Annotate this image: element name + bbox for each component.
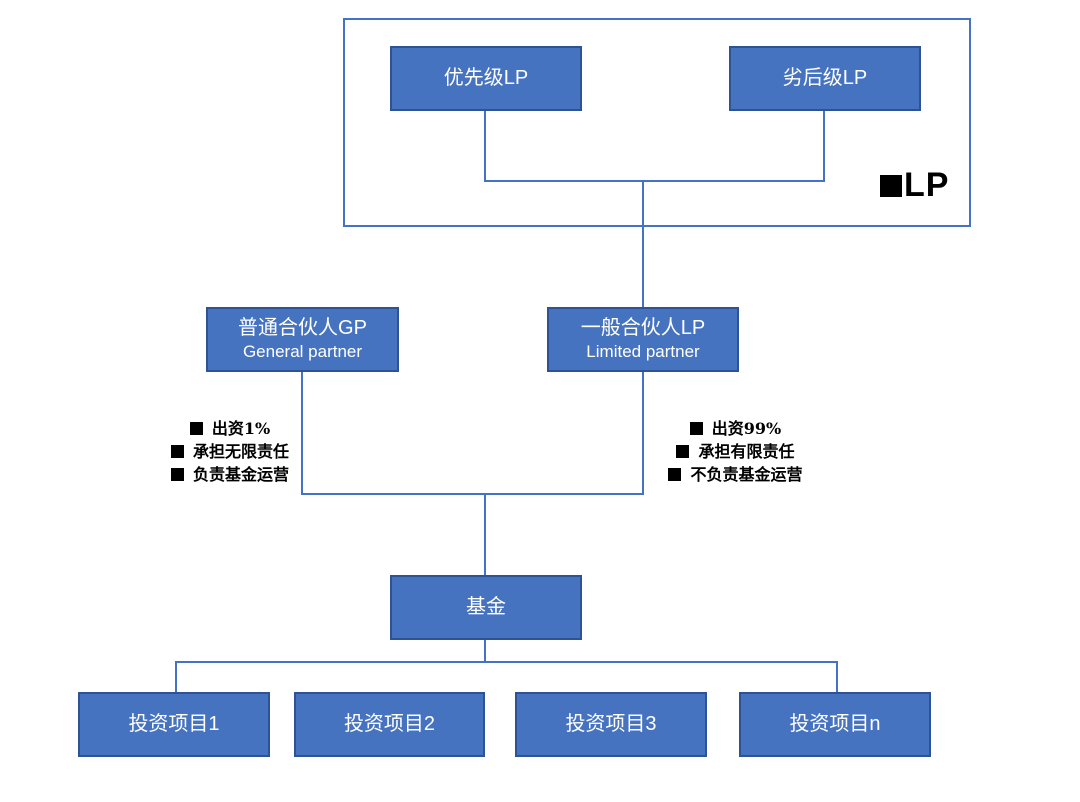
connector-subordinate-lp-down	[823, 111, 825, 181]
bullet-square-icon	[668, 468, 682, 481]
senior-lp-box: 优先级LP	[390, 46, 582, 111]
lp-bullet-2-text: 承担有限责任	[698, 442, 795, 461]
project-n-box: 投资项目n	[739, 692, 931, 757]
gp-bullet-list: 出资1% 承担无限责任 负责基金运营	[145, 417, 315, 486]
gp-bullet-3: 负责基金运营	[170, 463, 289, 486]
project-3-box: 投资项目3	[515, 692, 707, 757]
fund-label: 基金	[466, 596, 506, 618]
lp-bullet-1-text: 出资99%	[711, 419, 782, 438]
subordinate-lp-label: 劣后级LP	[782, 67, 868, 89]
bullet-square-icon	[689, 422, 703, 435]
connector-gp-down	[301, 372, 303, 494]
gp-bullet-1-text: 出资1%	[211, 419, 271, 438]
project-1-label: 投资项目1	[128, 713, 220, 735]
project-n-label: 投资项目n	[789, 713, 881, 735]
lp-tag: LP	[880, 166, 949, 205]
connector-join-to-fund	[484, 494, 486, 575]
connector-fund-down	[484, 640, 486, 662]
bullet-square-icon	[189, 422, 203, 435]
connector-project-n-down	[836, 662, 838, 692]
connector-projects-rail	[175, 661, 838, 663]
lp-bullet-list: 出资99% 承担有限责任 不负责基金运营	[648, 417, 823, 486]
lp-bullet-1: 出资99%	[689, 417, 782, 440]
project-3-label: 投资项目3	[565, 713, 657, 735]
lp-box: 一般合伙人LP Limited partner	[547, 307, 739, 372]
project-2-box: 投资项目2	[294, 692, 485, 757]
gp-title: 普通合伙人GP	[238, 317, 367, 340]
gp-bullet-3-text: 负责基金运营	[192, 465, 289, 484]
lp-tag-label: LP	[904, 166, 950, 204]
lp-subtitle: Limited partner	[586, 342, 700, 362]
gp-bullet-1: 出资1%	[189, 417, 271, 440]
lp-bullet-2: 承担有限责任	[676, 440, 795, 463]
gp-box: 普通合伙人GP General partner	[206, 307, 399, 372]
gp-bullet-2: 承担无限责任	[170, 440, 289, 463]
bullet-square-icon	[676, 445, 690, 458]
connector-lp-down	[642, 372, 644, 494]
bullet-square-icon	[170, 468, 184, 481]
connector-lp-join	[484, 180, 825, 182]
connector-senior-lp-down	[484, 111, 486, 181]
lp-title: 一般合伙人LP	[580, 317, 706, 340]
bullet-square-icon	[170, 445, 184, 458]
subordinate-lp-box: 劣后级LP	[729, 46, 921, 111]
lp-group-frame	[343, 18, 971, 227]
lp-bullet-3: 不负责基金运营	[668, 463, 803, 486]
lp-bullet-3-text: 不负责基金运营	[690, 465, 803, 484]
connector-project-1-down	[175, 662, 177, 692]
gp-bullet-2-text: 承担无限责任	[192, 442, 289, 461]
senior-lp-label: 优先级LP	[443, 67, 529, 89]
connector-partner-join	[301, 493, 644, 495]
project-1-box: 投资项目1	[78, 692, 270, 757]
gp-subtitle: General partner	[242, 342, 363, 362]
connector-lp-group-to-lp	[642, 181, 644, 307]
project-2-label: 投资项目2	[343, 713, 436, 735]
black-square-icon	[880, 174, 902, 197]
fund-box: 基金	[390, 575, 582, 640]
